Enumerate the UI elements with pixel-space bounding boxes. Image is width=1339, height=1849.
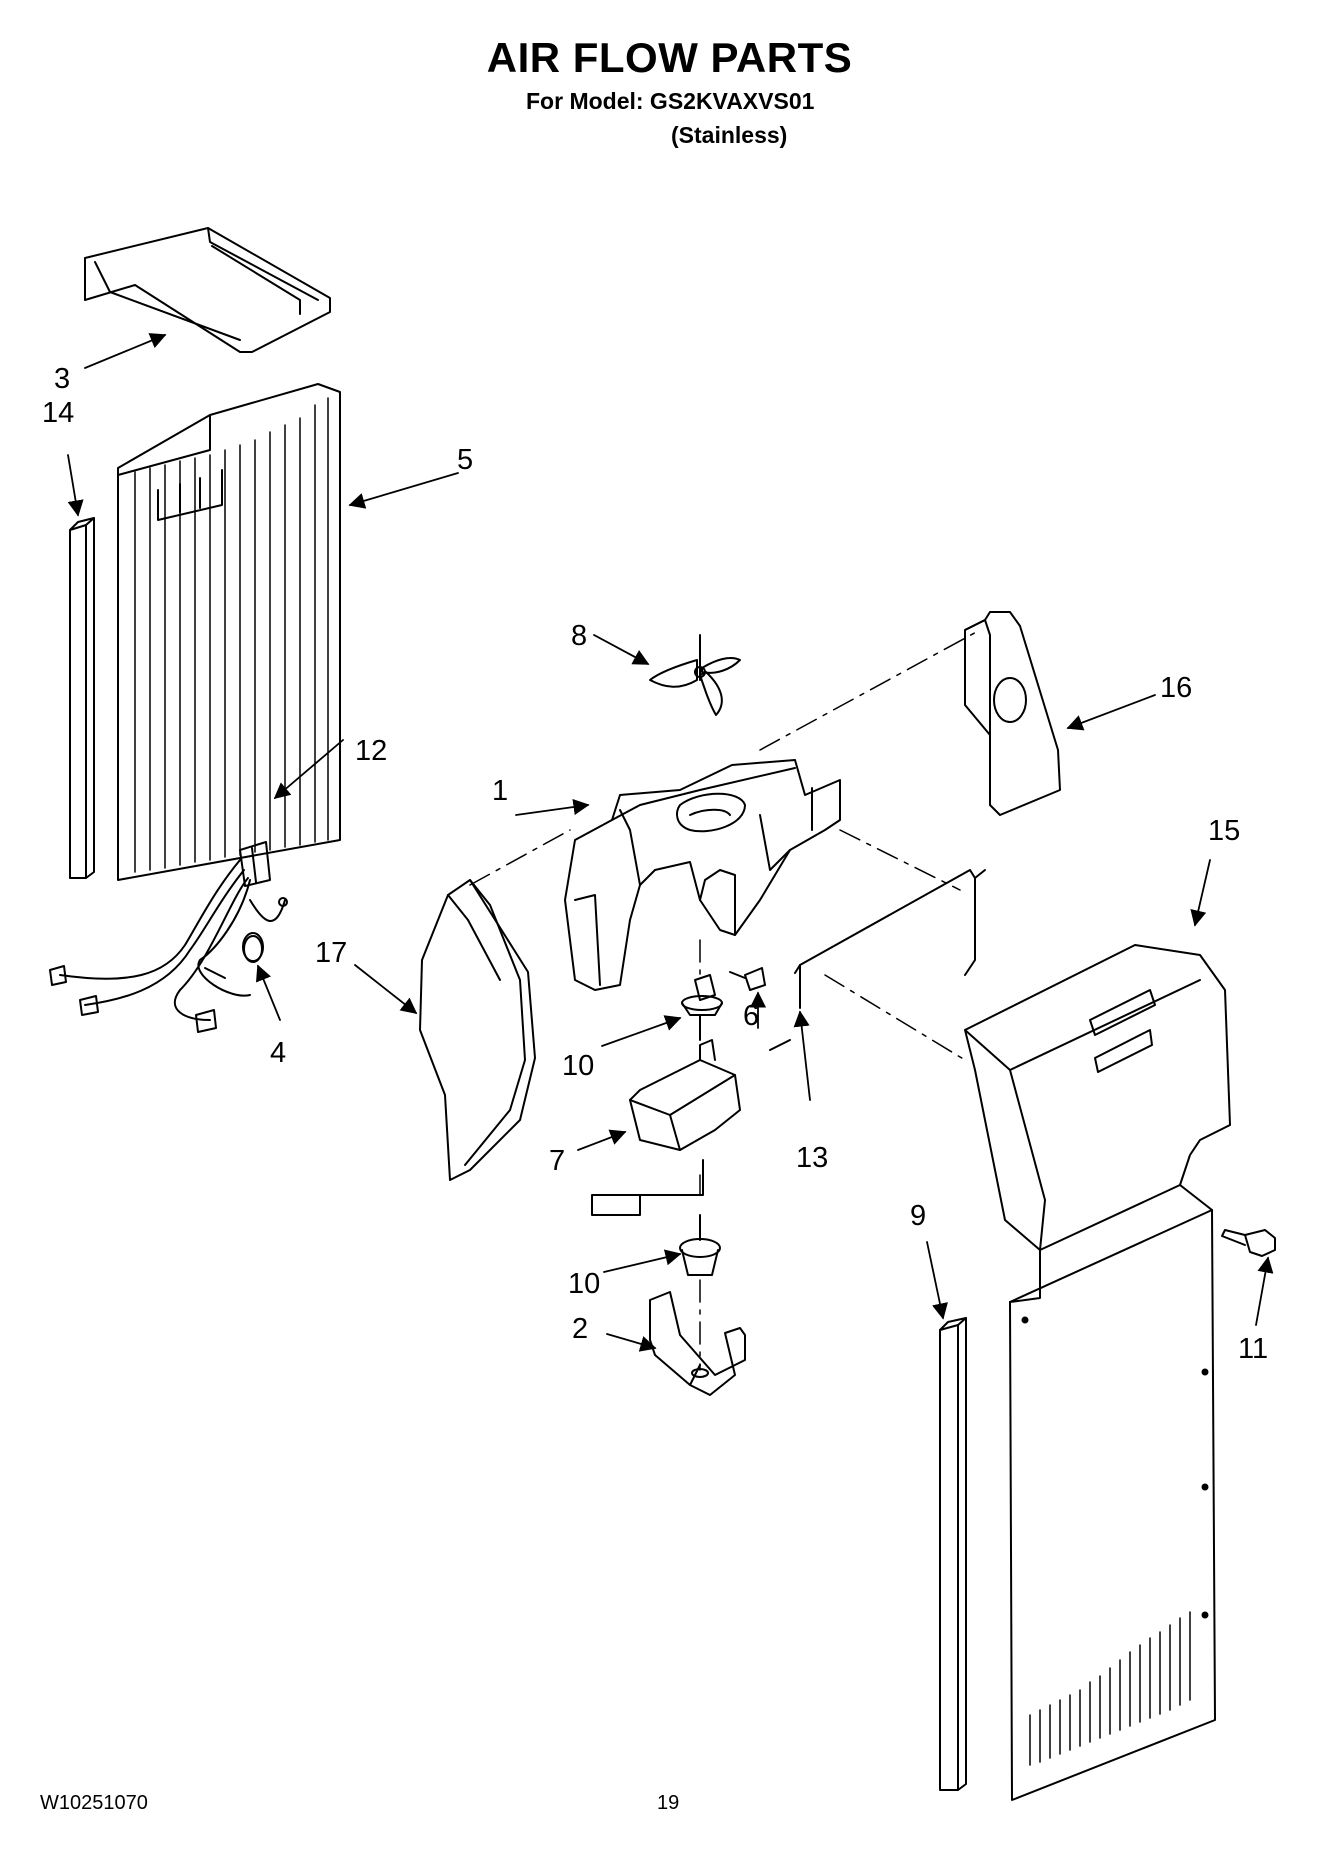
callout-14: 14 (42, 397, 74, 429)
callout-15: 15 (1208, 815, 1240, 847)
callout-12: 12 (355, 735, 387, 767)
callout-2: 2 (572, 1313, 588, 1345)
part-1-fan-shroud (564, 759, 841, 991)
part-10-motor-mount-upper (681, 974, 723, 1041)
part-13-bracket (769, 869, 986, 1051)
part-15-rear-panel (964, 944, 1231, 1801)
part-4-grommet (243, 935, 263, 963)
part-3-top-cover (84, 227, 331, 353)
callout-6: 6 (743, 1000, 759, 1032)
callout-8: 8 (571, 620, 587, 652)
part-9-seal-strip (939, 1317, 967, 1791)
part-16-right-baffle (964, 611, 1061, 816)
part-5-evaporator-cover (117, 383, 341, 881)
callout-4: 4 (270, 1037, 286, 1069)
part-12-wire-harness (49, 841, 288, 1033)
assembly-lines (469, 629, 981, 1371)
part-11-screw (1221, 1229, 1276, 1257)
callout-17: 17 (315, 937, 347, 969)
part-10-motor-mount-lower (679, 1214, 721, 1276)
leader-arrows (67, 333, 1274, 1352)
callout-16: 16 (1160, 672, 1192, 704)
callout-13: 13 (796, 1142, 828, 1174)
part-7-fan-motor (591, 1039, 741, 1216)
callout-11: 11 (1238, 1333, 1268, 1365)
page-number: 19 (657, 1792, 680, 1814)
model-line: For Model: GS2KVAXVS01 (526, 88, 815, 114)
document-number: W10251070 (40, 1792, 148, 1814)
callout-1: 1 (492, 775, 508, 807)
part-14-seal-strip (69, 517, 95, 879)
callout-7: 7 (549, 1145, 565, 1177)
callout-5: 5 (457, 444, 473, 476)
callout-3: 3 (54, 363, 70, 395)
part-8-fan-blade (649, 634, 741, 716)
part-17-left-baffle (419, 879, 536, 1181)
model-variant: (Stainless) (671, 122, 788, 148)
part-2-motor-bracket (649, 1291, 746, 1396)
part-6-screw (729, 967, 766, 991)
page-title: AIR FLOW PARTS (486, 34, 853, 81)
callout-10-upper: 10 (562, 1050, 594, 1082)
callout-10-lower: 10 (568, 1268, 600, 1300)
callout-9: 9 (910, 1200, 926, 1232)
